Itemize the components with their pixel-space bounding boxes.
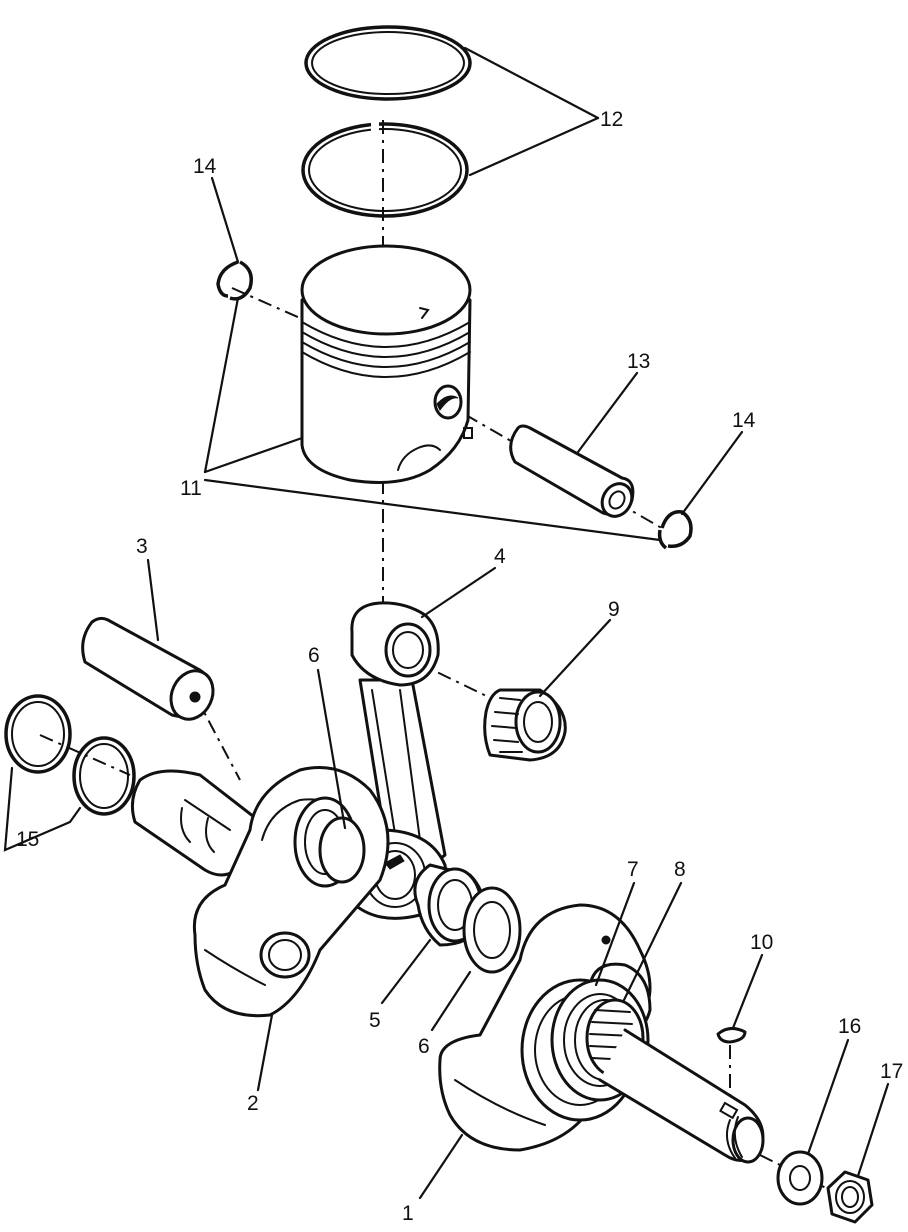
callout-labels: 1 2 3 4 5 6 6 7 8 9 10 11 12 13 14 14 15… [16, 108, 903, 1225]
callout-14-left: 14 [193, 155, 217, 178]
callout-3: 3 [136, 535, 148, 558]
crankshaft-half-left [130, 766, 390, 1018]
woodruff-key [716, 1027, 747, 1044]
crank-pin [81, 616, 215, 721]
leader-lines [3, 46, 890, 1200]
wrist-pin-clip-left [216, 260, 253, 301]
callout-17: 17 [880, 1060, 903, 1083]
callout-5: 5 [369, 1009, 381, 1032]
wrist-pin-clip-right [657, 510, 693, 550]
lock-washer [776, 1150, 824, 1206]
callout-10: 10 [750, 931, 773, 954]
callout-1: 1 [402, 1202, 414, 1225]
callout-15: 15 [16, 828, 39, 851]
wrist-pin [509, 424, 635, 518]
callout-12: 12 [600, 108, 623, 131]
thrust-washer-right [462, 886, 522, 974]
callout-13: 13 [627, 350, 650, 373]
piston-ring-top [304, 25, 472, 101]
callout-11: 11 [180, 477, 202, 500]
callout-8: 8 [674, 858, 686, 881]
piston-rings [301, 25, 472, 218]
callout-2: 2 [247, 1092, 259, 1115]
callout-9: 9 [608, 598, 620, 621]
piston-ring-second [301, 122, 469, 218]
callout-14-right: 14 [732, 409, 756, 432]
crank-seal-rings [4, 694, 136, 816]
piston [300, 244, 473, 484]
small-end-needle-bearing [483, 688, 567, 762]
thrust-washer-left [293, 796, 366, 888]
output-shaft [598, 1028, 765, 1164]
callout-7: 7 [627, 858, 639, 881]
callout-16: 16 [838, 1015, 861, 1038]
callout-6-upper: 6 [308, 644, 320, 667]
callout-4: 4 [494, 545, 506, 568]
flywheel-nut [826, 1170, 874, 1224]
callout-6-lower: 6 [418, 1035, 430, 1058]
